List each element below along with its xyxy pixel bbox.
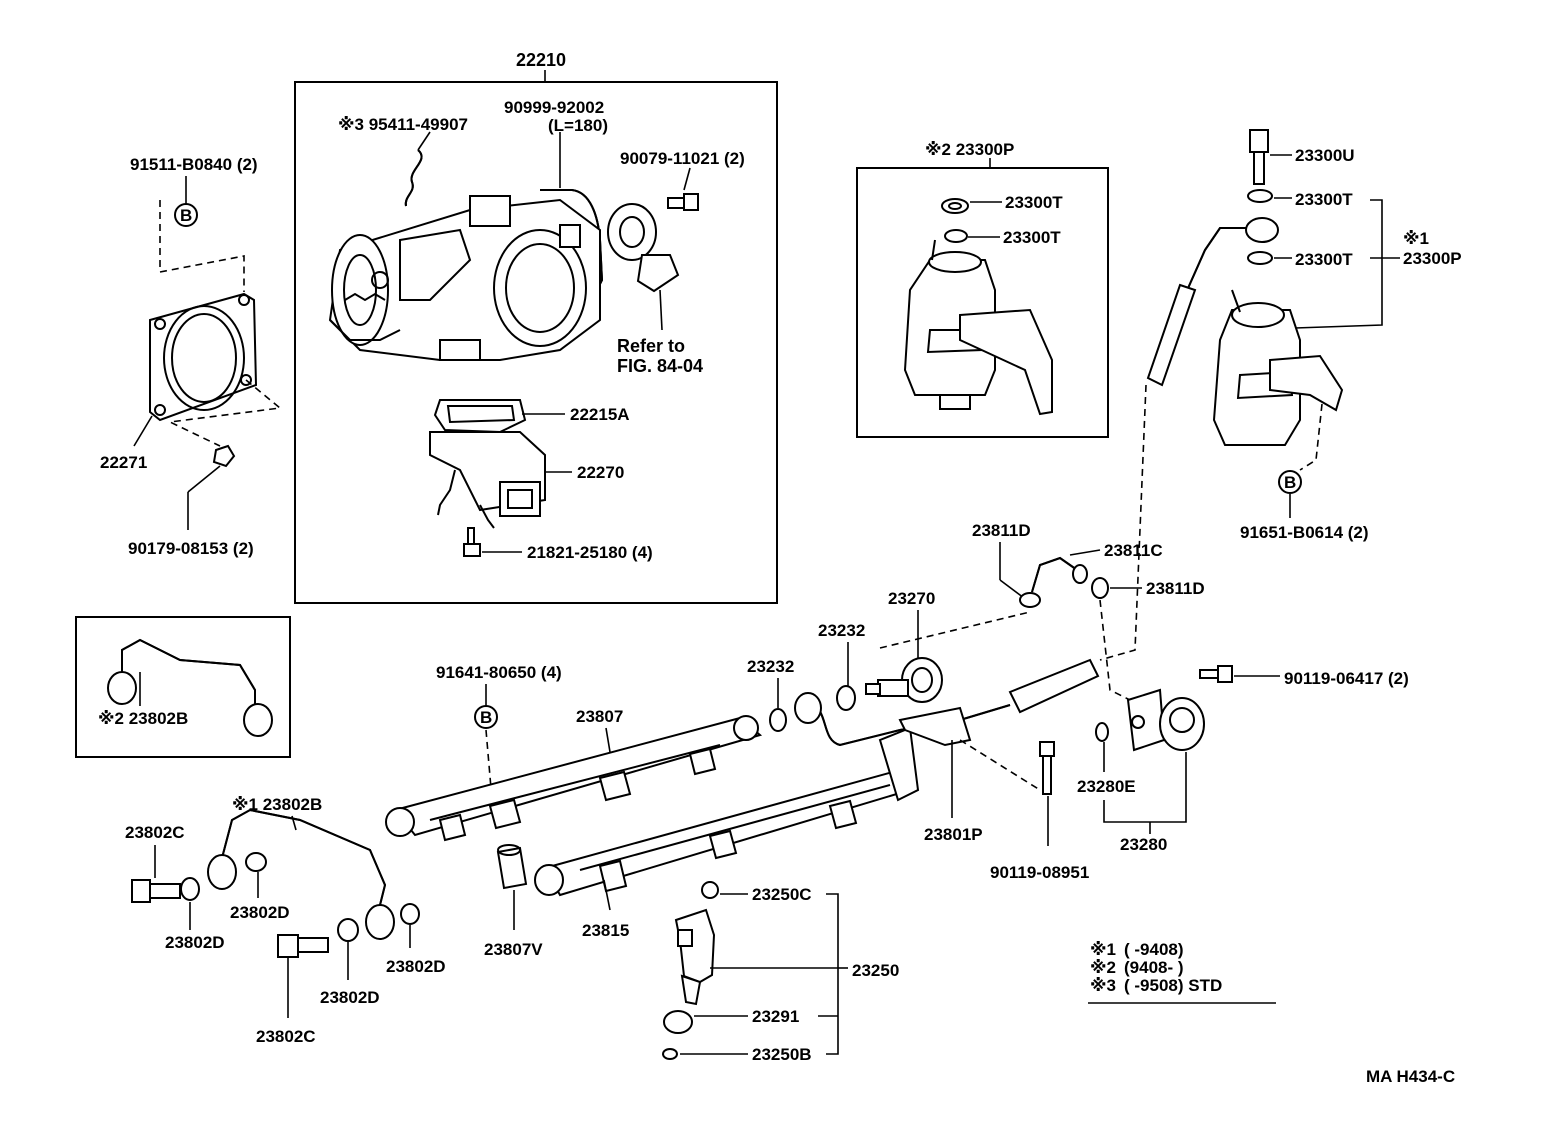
label-91651-B0614[interactable]: 91651-B0614 (2) [1240, 523, 1369, 542]
label-23280E[interactable]: 23280E [1077, 777, 1136, 796]
gasket-22271-illustration [149, 292, 258, 422]
pulsation-damper-illustration [865, 657, 943, 703]
note-1-range: ( -9408) [1124, 940, 1184, 959]
label-23300P[interactable]: 23300P [1403, 249, 1462, 268]
label-23802C-b[interactable]: 23802C [256, 1027, 316, 1046]
note-3-range: ( -9508) STD [1124, 976, 1222, 995]
label-23300P-variant-2[interactable]: ※2 23300P [925, 140, 1014, 159]
label-23300T-c[interactable]: 23300T [1295, 190, 1353, 209]
label-91641-80650[interactable]: 91641-80650 (4) [436, 663, 562, 682]
label-23815[interactable]: 23815 [582, 921, 629, 940]
label-90179-08153[interactable]: 90179-08153 (2) [128, 539, 254, 558]
label-23802B[interactable]: ※1 23802B [232, 795, 322, 814]
label-22270[interactable]: 22270 [577, 463, 624, 482]
label-23250[interactable]: 23250 [852, 961, 899, 980]
label-90999-92002[interactable]: 90999-92002 [504, 98, 604, 117]
label-22271[interactable]: 22271 [100, 453, 147, 472]
label-22215A[interactable]: 22215A [570, 405, 630, 424]
note-1-mark: ※1 [1090, 940, 1116, 959]
label-90079-11021[interactable]: 90079-11021 (2) [620, 149, 745, 168]
label-22210[interactable]: 22210 [516, 50, 566, 70]
label-23802D-d[interactable]: 23802D [386, 957, 446, 976]
label-23802C-a[interactable]: 23802C [125, 823, 185, 842]
label-91511-B0840[interactable]: 91511-B0840 (2) [130, 155, 258, 174]
label-refer-to[interactable]: Refer to [617, 336, 685, 356]
label-23811D-b[interactable]: 23811D [1146, 579, 1205, 598]
label-23300T-a[interactable]: 23300T [1005, 193, 1063, 212]
label-23801P[interactable]: 23801P [924, 825, 983, 844]
regulator-variant-2-box [856, 167, 1109, 438]
label-23232-a[interactable]: 23232 [747, 657, 794, 676]
note-2-range: (9408- ) [1124, 958, 1184, 977]
label-90119-06417[interactable]: 90119-06417 (2) [1284, 669, 1409, 688]
label-23250C[interactable]: 23250C [752, 885, 812, 904]
throttle-body-illustration [328, 195, 601, 361]
note-3-mark: ※3 [1090, 976, 1116, 995]
pressure-regulator-23280-illustration [1126, 688, 1205, 752]
callout-b-3: B [480, 708, 492, 727]
diagram-code: MA H434-C [1366, 1067, 1455, 1086]
regulator-variant-1-illustration [1212, 289, 1344, 446]
label-23811C[interactable]: 23811C [1104, 541, 1163, 560]
label-23802D-b[interactable]: 23802D [230, 903, 290, 922]
label-23807V[interactable]: 23807V [484, 940, 543, 959]
isc-valve-illustration [429, 431, 546, 529]
label-23802B-variant-2[interactable]: ※2 23802B [98, 709, 188, 728]
delivery-pipe-23815-illustration [534, 726, 920, 897]
label-23280[interactable]: 23280 [1120, 835, 1167, 854]
applicability-notes: ※1 ( -9408) ※2 (9408- ) ※3 ( -9508) STD [1088, 940, 1276, 1004]
label-refer-fig[interactable]: FIG. 84-04 [617, 356, 703, 376]
note-2-mark: ※2 [1090, 958, 1116, 977]
delivery-pipe-23807-illustration [385, 715, 763, 842]
label-23300U[interactable]: 23300U [1295, 146, 1355, 165]
label-23270[interactable]: 23270 [888, 589, 935, 608]
label-90999-length[interactable]: (L=180) [548, 116, 608, 135]
label-23807[interactable]: 23807 [576, 707, 623, 726]
throttle-body-group-box [294, 81, 778, 604]
label-23291[interactable]: 23291 [752, 1007, 799, 1026]
label-23811D-a[interactable]: 23811D [972, 521, 1031, 540]
regulator-variant-2-illustration [903, 239, 1053, 416]
label-23250B[interactable]: 23250B [752, 1045, 812, 1064]
callout-b-1: B [180, 206, 192, 225]
label-23802D-c[interactable]: 23802D [320, 988, 380, 1007]
label-mark-1[interactable]: ※1 [1403, 229, 1429, 248]
fuel-injector-illustration [674, 908, 716, 1006]
label-21821-25180[interactable]: 21821-25180 (4) [527, 543, 653, 562]
label-23802D-a[interactable]: 23802D [165, 933, 225, 952]
label-23232-b[interactable]: 23232 [818, 621, 865, 640]
label-90119-08951[interactable]: 90119-08951 [990, 863, 1089, 882]
label-23300T-d[interactable]: 23300T [1295, 250, 1353, 269]
label-23300T-b[interactable]: 23300T [1003, 228, 1061, 247]
callout-b-2: B [1284, 473, 1296, 492]
fuel-pipe-variant-2-box [75, 616, 291, 758]
label-95411-49907[interactable]: ※3 95411-49907 [338, 115, 468, 134]
